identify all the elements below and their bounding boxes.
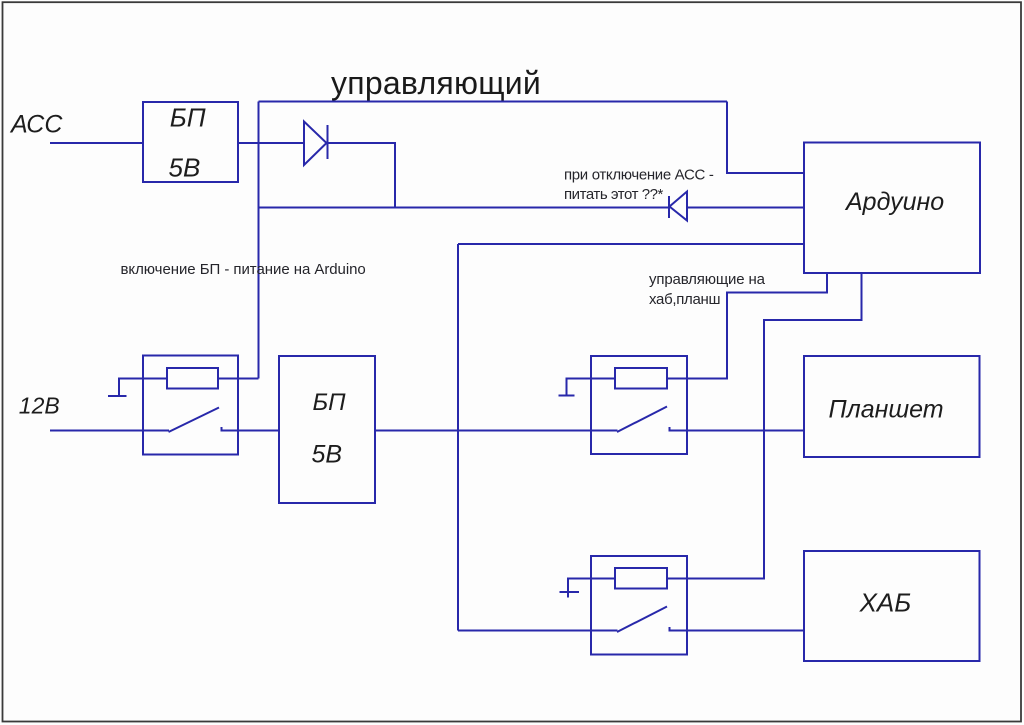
svg-text:Планшет: Планшет xyxy=(829,395,944,423)
svg-text:12В: 12В xyxy=(19,393,60,419)
svg-text:БП: БП xyxy=(170,103,206,133)
svg-text:ХАБ: ХАБ xyxy=(859,587,912,617)
svg-text:включение БП - питание на Ardu: включение БП - питание на Arduino xyxy=(121,261,366,278)
svg-text:управляющие на: управляющие на xyxy=(649,271,766,288)
svg-text:управляющий: управляющий xyxy=(331,65,541,101)
svg-text:питать этот ??*: питать этот ??* xyxy=(564,186,664,203)
svg-text:БП: БП xyxy=(313,389,347,416)
svg-text:АСС: АСС xyxy=(9,110,63,138)
svg-text:5В: 5В xyxy=(312,441,343,469)
svg-text:Ардуино: Ардуино xyxy=(844,188,944,216)
svg-text:5В: 5В xyxy=(169,153,201,183)
svg-text:при отключение АСС -: при отключение АСС - xyxy=(564,166,714,183)
svg-text:хаб,планш: хаб,планш xyxy=(649,291,720,308)
